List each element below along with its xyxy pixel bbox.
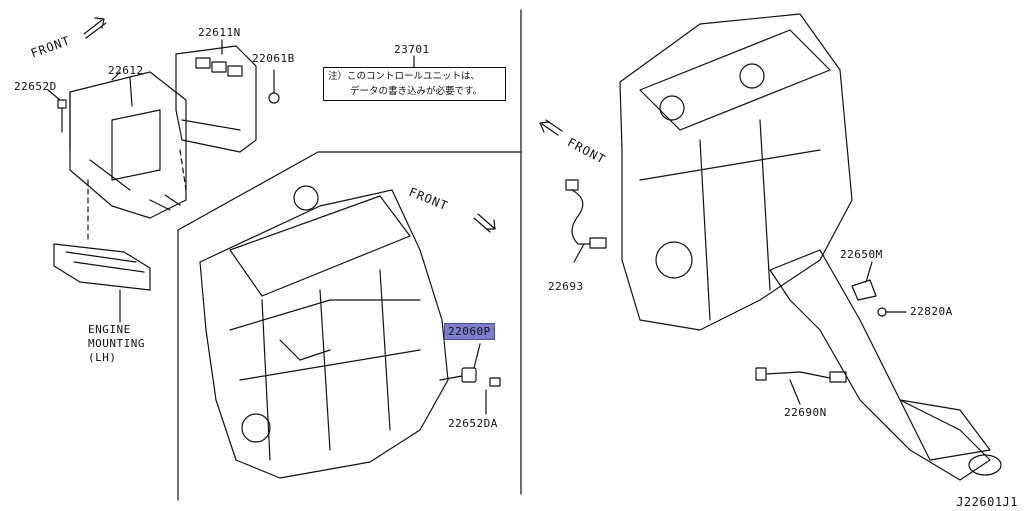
oxygen-sensor-22690N: [755, 367, 847, 405]
part-label-22650M: 22650M: [840, 248, 883, 261]
front-arrow-center: [473, 213, 496, 233]
bolt-22820A: [877, 307, 907, 317]
nut-22061B: [268, 69, 280, 104]
bolt-22652D: [47, 89, 67, 133]
note-line-1: 注）このコントロールユニットは、: [328, 71, 481, 82]
part-label-22690N: 22690N: [784, 406, 827, 419]
part-label-22652DA: 22652DA: [448, 417, 498, 430]
exhaust-catalyst: [769, 249, 1002, 481]
engine-mounting-line-1: ENGINE: [88, 323, 131, 336]
oxygen-sensor-22693: [565, 179, 607, 263]
engine-center: [199, 185, 449, 479]
part-label-22652D: 22652D: [14, 80, 57, 93]
bolt-22652DA: [485, 377, 501, 415]
document-id: J22601J1: [956, 495, 1018, 509]
part-label-22061B: 22061B: [252, 52, 295, 65]
part-label-23701: 23701: [394, 43, 430, 56]
knock-sensor: [439, 343, 481, 383]
front-arrow-right: [539, 119, 563, 136]
note-line-2: データの書き込みが必要です。: [350, 86, 483, 97]
part-label-22820A: 22820A: [910, 305, 953, 318]
part-label-22611N: 22611N: [198, 26, 241, 39]
part-label-22612: 22612: [108, 64, 144, 77]
control-unit-note: 注）このコントロールユニットは、 データの書き込みが必要です。: [323, 67, 506, 101]
engine-mounting-line-3: (LH): [88, 351, 117, 364]
part-label-22060P-highlighted[interactable]: 22060P: [444, 323, 495, 340]
engine-mounting-lh: [53, 243, 151, 323]
engine-frame: [177, 151, 522, 501]
engine-mounting-line-2: MOUNTING: [88, 337, 145, 350]
ecu-unit: [175, 39, 257, 153]
bracket-22650M: [851, 261, 877, 301]
front-arrow-topleft: [83, 17, 107, 39]
engine-right: [619, 13, 853, 331]
part-label-22693: 22693: [548, 280, 584, 293]
ecu-bracket: [69, 71, 187, 219]
